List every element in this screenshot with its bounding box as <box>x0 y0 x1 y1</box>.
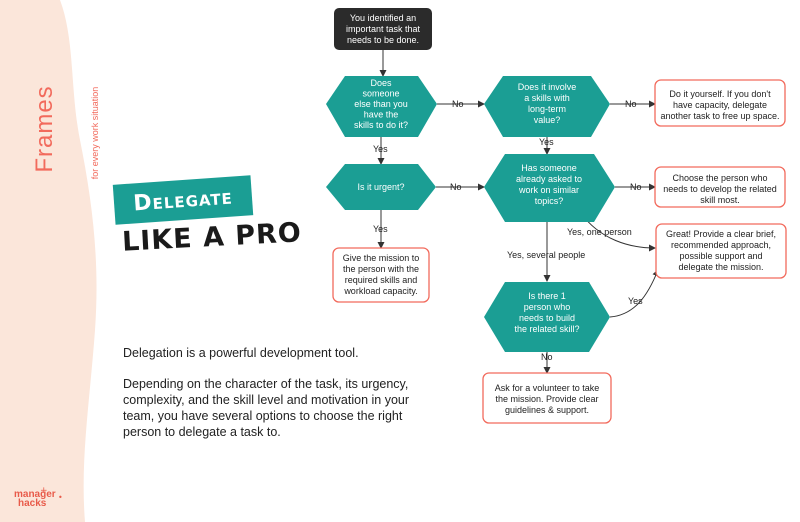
result-do-yourself-text-line: have capacity, delegate <box>673 100 767 110</box>
logo-plus-icon: + <box>40 486 48 496</box>
result-great-text-line: Great! Provide a clear brief, <box>666 229 776 239</box>
result-give-text-line: required skills and <box>345 275 418 285</box>
question-else-skills-text-line: have the <box>364 110 399 120</box>
question-one-person <box>484 282 610 352</box>
question-else-skills-text-line: Does <box>370 78 392 88</box>
edge-q5-great <box>609 269 660 318</box>
question-asked-text-line: topics? <box>535 196 564 206</box>
question-else-skills-text-line: someone <box>362 89 399 99</box>
question-longterm-text-line: a skills with <box>524 93 570 103</box>
label-no-4: No <box>630 182 642 192</box>
question-longterm-text-line: Does it involve <box>518 82 577 92</box>
result-choose-text-line: skill most. <box>700 195 740 205</box>
result-do-yourself-text-line: another task to free up space. <box>660 111 779 121</box>
label-yes-4: Yes <box>628 296 643 306</box>
result-give <box>332 247 430 303</box>
label-yes-2: Yes <box>539 137 554 147</box>
question-longterm-text-line: long-term <box>528 104 566 114</box>
result-choose-text-line: needs to develop the related <box>663 184 777 194</box>
result-great-text-line: recommended approach, <box>671 240 771 250</box>
result-great-text: Great! Provide a clear brief,recommended… <box>666 229 776 272</box>
logo-line2: hacks <box>18 498 47 509</box>
label-no-1: No <box>452 99 464 109</box>
result-great <box>655 223 787 279</box>
question-asked <box>484 154 615 222</box>
result-great-text-line: possible support and <box>679 251 762 261</box>
question-one-person-text-line: Is there 1 <box>528 291 566 301</box>
result-volunteer-text-line: the mission. Provide clear <box>495 394 598 404</box>
question-one-person-text-line: the related skill? <box>514 324 579 334</box>
question-else-skills-text-line: skills to do it? <box>354 120 408 130</box>
result-choose-text-line: Choose the person who <box>672 173 767 183</box>
flow-edges <box>377 50 660 374</box>
logo-dot-icon: • <box>58 493 63 502</box>
label-yes-several: Yes, several people <box>507 250 585 260</box>
result-give-text-line: the person with the <box>343 264 419 274</box>
result-give-text-line: Give the mission to <box>343 253 420 263</box>
label-no-5: No <box>541 352 553 362</box>
question-asked-text-line: work on similar <box>518 185 579 195</box>
question-asked-text-line: Has someone <box>521 163 577 173</box>
result-give-text-line: workload capacity. <box>343 286 417 296</box>
question-asked-text-line: already asked to <box>516 174 582 184</box>
question-one-person-text-line: person who <box>524 302 571 312</box>
question-urgent-text: Is it urgent? <box>357 182 404 192</box>
result-great-text-line: delegate the mission. <box>678 262 763 272</box>
question-one-person-text-line: needs to build <box>519 313 575 323</box>
start-node-text-line: important task that <box>346 24 421 34</box>
label-yes-one: Yes, one person <box>567 227 632 237</box>
result-choose <box>654 166 786 208</box>
result-do-yourself <box>654 79 786 127</box>
question-urgent <box>326 164 436 210</box>
question-else-skills-text-line: else than you <box>354 99 408 109</box>
result-volunteer <box>482 372 612 424</box>
label-no-3: No <box>450 182 462 192</box>
logo: manager hacks <box>14 489 56 509</box>
label-yes-1: Yes <box>373 144 388 154</box>
start-node-text-line: needs to be done. <box>347 35 419 45</box>
result-volunteer-text-line: Ask for a volunteer to take <box>495 383 600 393</box>
background-wave <box>0 0 97 522</box>
start-node <box>334 8 432 50</box>
label-yes-3: Yes <box>373 224 388 234</box>
intro-paragraph-1: Delegation is a powerful development too… <box>123 346 359 360</box>
question-longterm-text-line: value? <box>534 115 561 125</box>
result-do-yourself-text-line: Do it yourself. If you don't <box>669 89 771 99</box>
question-longterm <box>484 76 610 137</box>
label-no-2: No <box>625 99 637 109</box>
result-volunteer-text-line: guidelines & support. <box>505 405 589 415</box>
intro-paragraph-2: Depending on the character of the task, … <box>123 377 410 439</box>
question-else-skills <box>326 76 437 137</box>
question-urgent-text-line: Is it urgent? <box>357 182 404 192</box>
logo-line1: manager <box>14 489 56 500</box>
start-node-text-line: You identified an <box>350 13 416 23</box>
